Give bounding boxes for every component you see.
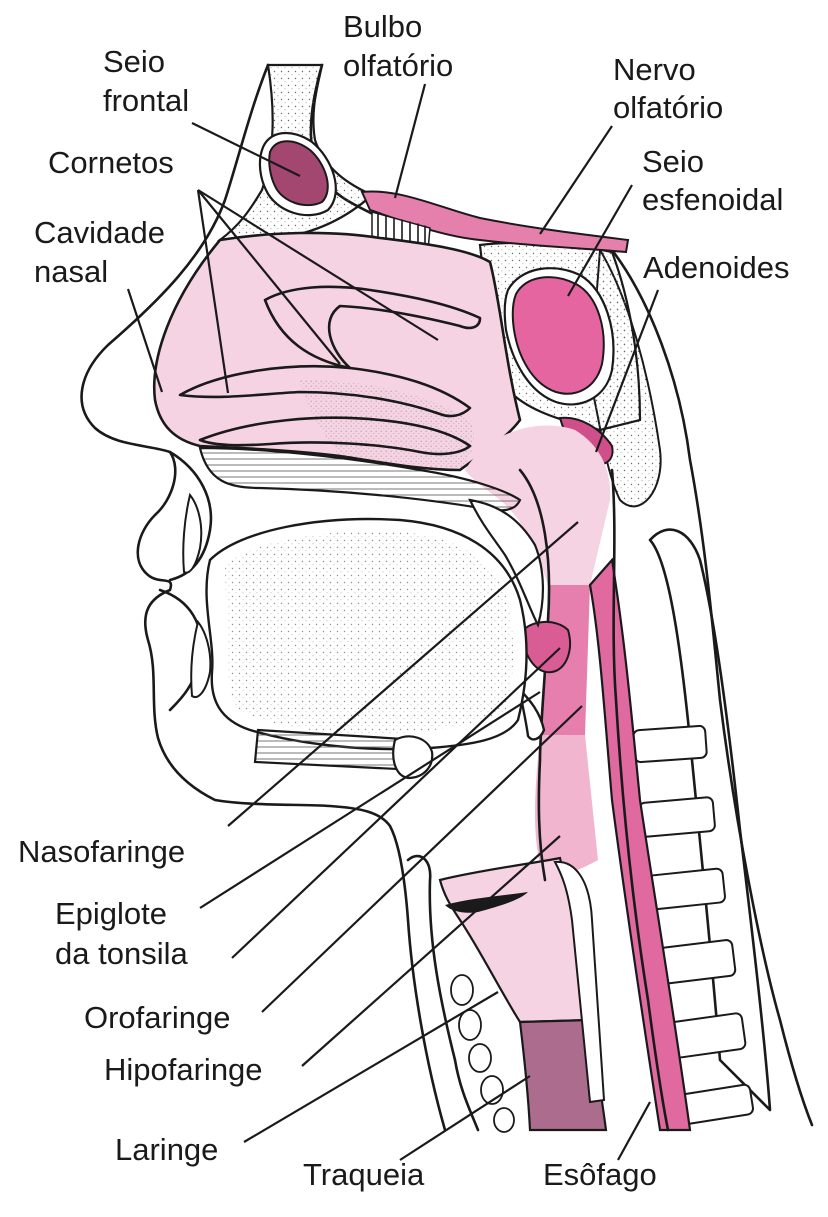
label-nasofaringe: Nasofaringe [18, 834, 185, 869]
anterior-pharyngeal-wall [518, 468, 551, 882]
label-adenoides: Adenoides [643, 250, 790, 285]
upper-incisor [182, 492, 203, 574]
label-cornetos: Cornetos [48, 145, 174, 180]
leader-nervo-olfatorio [539, 125, 613, 235]
leader-hipofaringe [301, 835, 561, 1067]
leader-seio-esfenoidal [567, 184, 633, 297]
middle-turbinate [178, 365, 472, 418]
leader-lines [126, 83, 660, 1161]
label-esofago: Esôfago [543, 1157, 657, 1192]
tonsil [520, 621, 571, 674]
leader-epiglote-da-tonsila-a [199, 691, 541, 909]
leader-cornetos-c [196, 189, 230, 394]
soft-palate [468, 498, 544, 628]
leader-esofago [617, 1101, 651, 1161]
label-hipofaringe: Hipofaringe [104, 1052, 263, 1087]
inferior-turbinate [198, 416, 472, 456]
tongue-texture [225, 531, 514, 734]
leader-adenoides [594, 289, 660, 453]
frontal-sinus [268, 140, 329, 207]
leader-seio-frontal [191, 122, 301, 177]
turbinates [178, 285, 482, 456]
esophagus [588, 557, 692, 1132]
trachea-rings [450, 974, 515, 1133]
cricoid-cartilage [553, 860, 606, 1104]
leader-orofaringe [261, 705, 583, 1013]
thyroid-cartilage [406, 854, 480, 1132]
hypopharynx [535, 735, 598, 880]
leader-cornetos-b [197, 189, 341, 365]
label-epiglote-da-tonsila: Epiglote da tonsila [55, 896, 188, 971]
label-nervo-olfatorio: Nervo olfatório [613, 52, 723, 125]
leader-traqueia [399, 1075, 531, 1161]
label-seio-frontal: Seio frontal [103, 44, 189, 118]
leader-cornetos-a [197, 189, 439, 341]
epiglottis [518, 686, 546, 741]
cribriform-fibers [377, 213, 426, 249]
posterior-pharyngeal-wall [610, 468, 670, 1132]
labels: Bulbo olfatório Seio frontal Nervo olfat… [18, 9, 790, 1192]
face-skin-outline [80, 63, 447, 1132]
hard-palate [198, 446, 522, 512]
label-orofaringe: Orofaringe [84, 1000, 230, 1035]
nasal-mucosa-texture [300, 380, 475, 468]
olfactory-nerve-band [360, 190, 630, 254]
sphenoid-sinus [511, 276, 605, 395]
leader-epiglote-da-tonsila-b [231, 647, 561, 959]
vertebrae [632, 724, 754, 1127]
label-bulbo-olfatorio: Bulbo olfatório [343, 9, 453, 83]
lower-incisor [190, 619, 212, 698]
leader-cavidade-nasal [126, 288, 164, 393]
cervical-column [648, 528, 772, 1112]
label-seio-esfenoidal: Seio esfenoidal [642, 144, 783, 217]
leader-laringe [243, 991, 499, 1143]
label-traqueia: Traqueia [303, 1157, 425, 1192]
leader-nasofaringe [227, 521, 579, 827]
neck-back-outline [610, 248, 814, 1127]
leader-bulbo-olfatorio [393, 83, 427, 199]
label-laringe: Laringe [115, 1132, 218, 1167]
label-cavidade-nasal: Cavidade nasal [34, 215, 174, 289]
